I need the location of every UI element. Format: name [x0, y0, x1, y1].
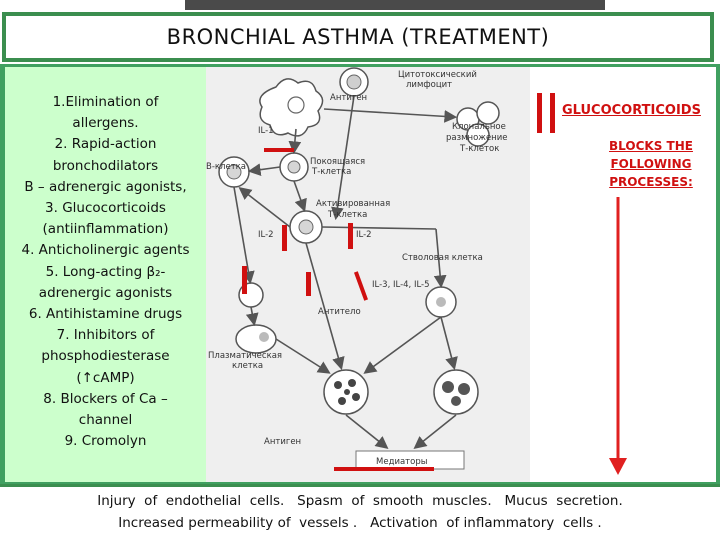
list-line: (antiinflammation) [42, 221, 169, 238]
label-mediators: Медиаторы [376, 457, 427, 467]
stem-cell [425, 286, 457, 318]
label-antigen-top: Антиген [330, 93, 367, 103]
label-il2-left: IL-2 [258, 230, 274, 240]
block-mark [282, 225, 287, 251]
label-activated-2: Т-клетка [327, 210, 367, 220]
red-blocker-marks [242, 148, 434, 471]
list-line: 7. Inhibitors of [56, 327, 155, 344]
label-plasma-2: клетка [232, 361, 263, 371]
title-banner: BRONCHIAL ASTHMA (TREATMENT) [2, 12, 714, 62]
block-mark [264, 148, 294, 152]
list-line: channel [78, 412, 133, 429]
resting-tcell [279, 152, 309, 182]
label-resting-2: Т-клетка [311, 167, 351, 177]
block-mark [306, 272, 311, 296]
label-cytotoxic: Цитотоксический [398, 70, 477, 80]
list-line: phosphodiesterase [41, 348, 170, 365]
activated-tcell [289, 210, 323, 244]
label-resting-1: Покоящаяся [310, 157, 365, 167]
immune-diagram: Цитотоксический лимфоцит Антиген IL-1 Кл… [206, 67, 508, 471]
bottom-line: Injury of endothelial cells. Spasm of sm… [97, 493, 623, 509]
list-line: allergens. [72, 115, 139, 132]
label-il345: IL-3, IL-4, IL-5 [372, 280, 430, 290]
label-lymphocyte: лимфоцит [406, 80, 452, 90]
list-line: 4. Anticholinergic agents [21, 242, 190, 259]
clonal-tcell-group [456, 101, 500, 147]
label-clonal-3: Т-клеток [459, 144, 499, 154]
mast-cell-left [323, 369, 369, 415]
label-stem-cell: Стволовая клетка [402, 253, 483, 263]
block-mark [334, 467, 434, 471]
blocks-processes-label: BLOCKS THE FOLLOWING PROCESSES: [596, 137, 706, 191]
list-line: 6. Antihistamine drugs [28, 306, 183, 323]
list-line: bronchodilators [52, 157, 159, 174]
list-line: adrenergic agonists [38, 284, 173, 301]
blocks-line: FOLLOWING [610, 157, 692, 171]
treatment-list-panel [5, 67, 206, 482]
list-line: 3. Glucocorticoids [45, 200, 166, 217]
list-line: 5. Long-acting β₂- [45, 263, 166, 280]
list-line: 9. Cromolyn [64, 433, 147, 450]
block-mark [242, 266, 247, 294]
page-title: BRONCHIAL ASTHMA (TREATMENT) [166, 25, 550, 49]
macrophage-cell [259, 78, 324, 137]
label-clonal-1: Клональное [452, 122, 506, 132]
label-antigen-bottom: Антиген [264, 437, 301, 447]
treatment-list: 1.Elimination of allergens. 2. Rapid-act… [5, 92, 206, 452]
label-il2-right: IL-2 [356, 230, 372, 240]
block-mark [353, 271, 369, 301]
bottom-effects-text: Injury of endothelial cells. Spasm of sm… [0, 490, 720, 534]
bottom-line: Increased permeability of vessels . Acti… [118, 515, 602, 531]
list-line: 1.Elimination of [52, 94, 159, 110]
label-activated-1: Активированная [316, 199, 390, 209]
label-il1: IL-1 [258, 126, 274, 136]
b-cell [218, 156, 250, 188]
blocks-line: BLOCKS THE [609, 139, 693, 153]
block-mark [348, 223, 353, 249]
label-antibody: Антитело [318, 307, 361, 317]
diagram-arrows [233, 95, 458, 449]
list-line: 2. Rapid-action [54, 136, 157, 153]
cytotoxic-lymphocyte-cell [339, 67, 369, 97]
top-decorative-strip [185, 0, 605, 10]
list-line: 8. Blockers of Ca – [43, 390, 168, 407]
label-clonal-2: размножение [446, 133, 508, 143]
eosinophil-right [433, 369, 479, 415]
plasma-cell [235, 324, 277, 354]
list-line: (↑cAMP) [76, 369, 135, 386]
label-bcell: В-клетка [206, 162, 246, 172]
label-plasma-1: Плазматическая [208, 351, 282, 361]
right-panel [530, 67, 716, 482]
list-line: B – adrenergic agonists, [24, 178, 187, 195]
glucocorticoids-label: GLUCOCORTICOIDS [562, 103, 701, 118]
blocks-line: PROCESSES: [609, 175, 693, 189]
bottom-bar [0, 484, 720, 540]
